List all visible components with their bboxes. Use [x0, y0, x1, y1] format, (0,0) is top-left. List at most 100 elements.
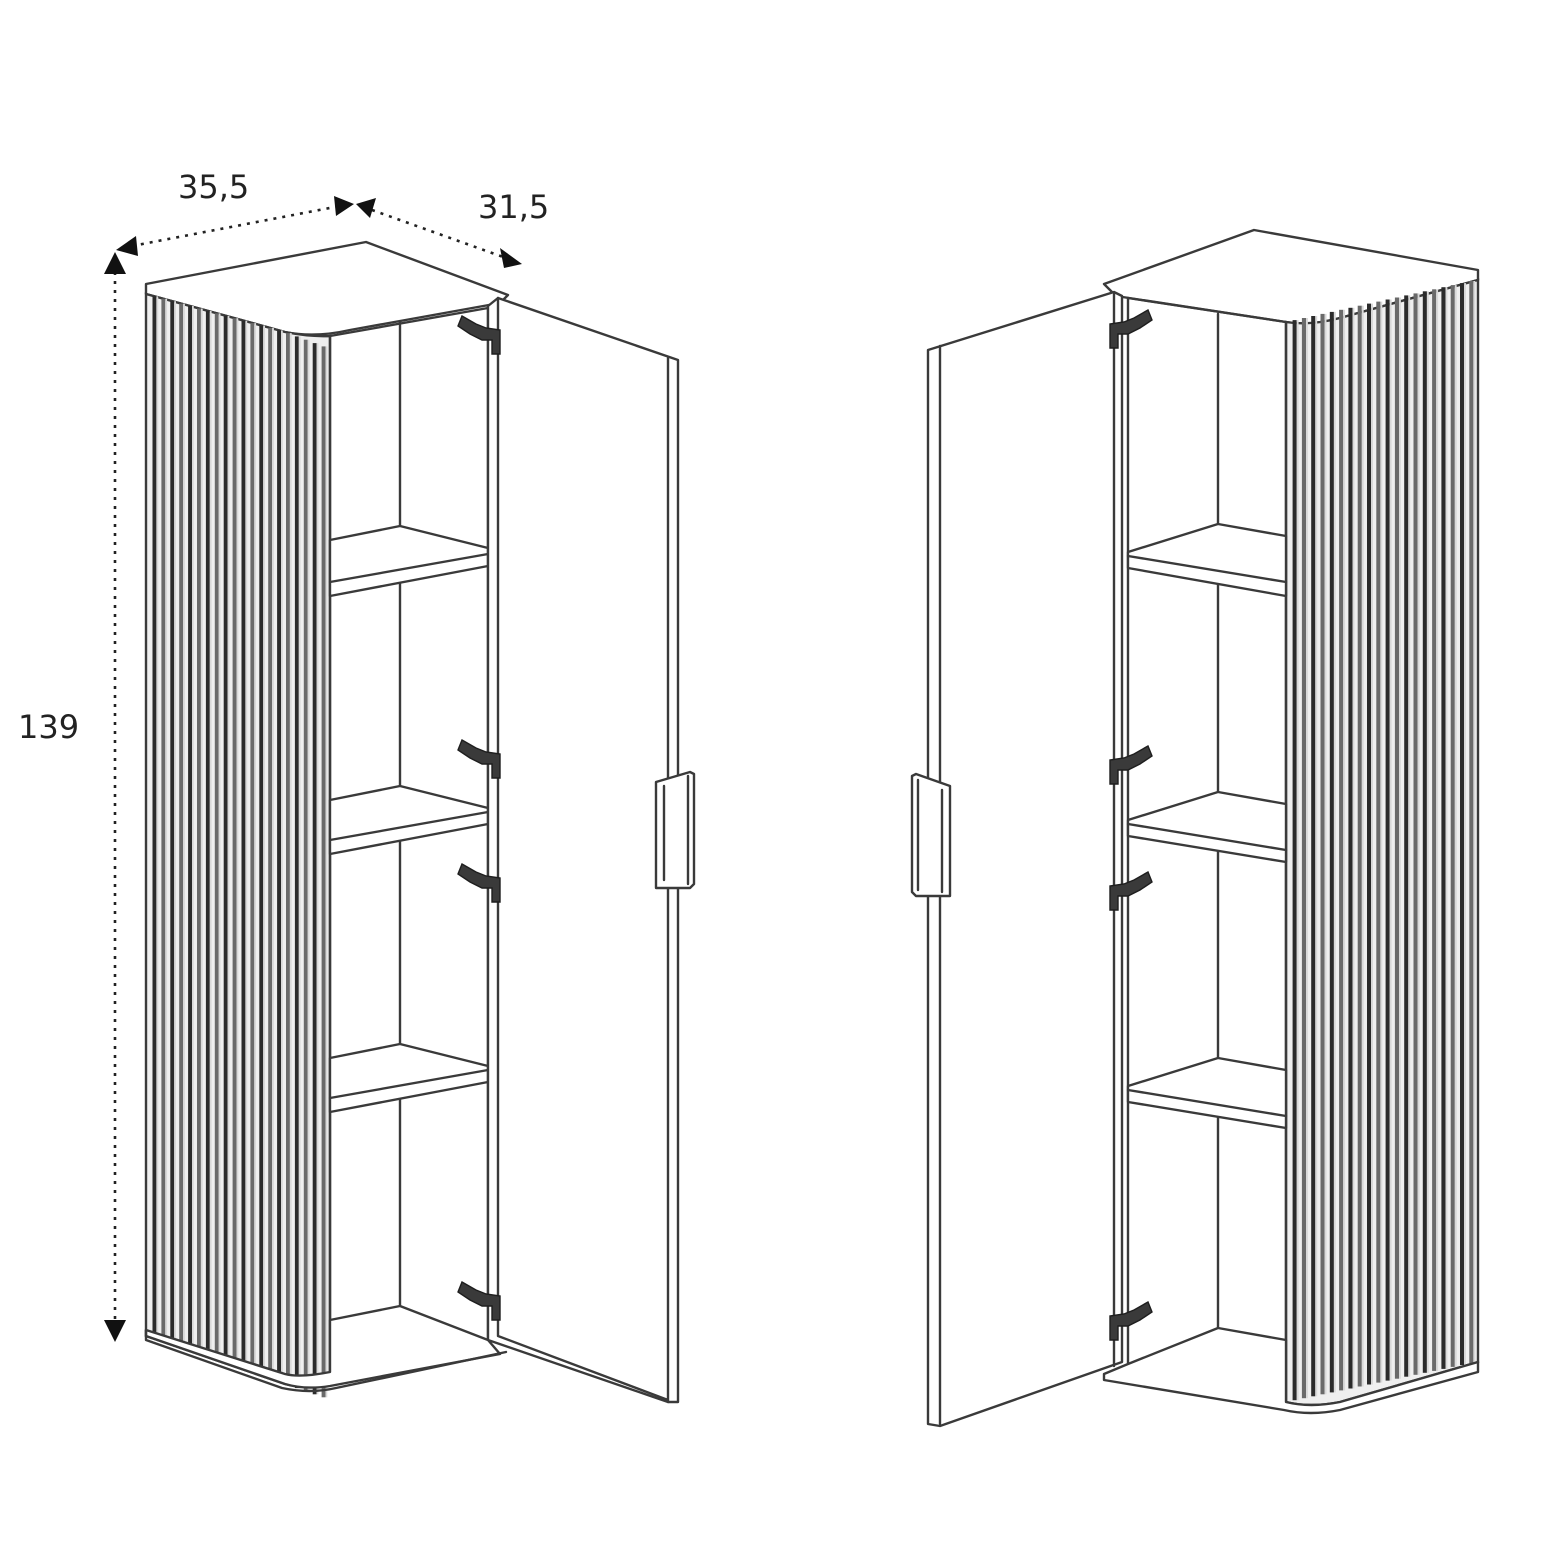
flute-stripe — [1376, 301, 1381, 1383]
left-cabinet-door — [486, 296, 680, 1404]
flute-highlight — [1296, 320, 1299, 1401]
flute-highlight — [1361, 305, 1364, 1387]
flute-highlight — [245, 320, 248, 1370]
flute-stripe — [294, 336, 299, 1389]
depth-dimension-label: 31,5 — [478, 188, 549, 226]
flute-stripe — [250, 323, 255, 1373]
hinge-icon — [1109, 1300, 1153, 1341]
flute-highlight — [1445, 287, 1448, 1369]
flute-highlight — [227, 315, 230, 1364]
depth-arrow-start — [356, 198, 376, 218]
flute-highlight — [1454, 285, 1457, 1367]
flute-stripe — [232, 318, 237, 1367]
flute-stripe — [170, 301, 175, 1346]
right-cabinet-door — [926, 290, 1124, 1428]
flute-highlight — [272, 327, 274, 1379]
flute-highlight — [1343, 309, 1346, 1391]
flute-stripe — [1292, 320, 1297, 1401]
flute-stripe — [1311, 316, 1316, 1397]
width-dimension-line — [131, 204, 341, 248]
flute-highlight — [1324, 313, 1327, 1395]
flute-highlight — [1389, 299, 1392, 1381]
flute-highlight — [1417, 293, 1420, 1375]
left-cabinet — [144, 240, 696, 1404]
flute-highlight — [236, 318, 239, 1367]
flute-stripe — [1469, 281, 1474, 1363]
right-door-handle[interactable] — [910, 772, 952, 898]
flute-stripe — [1320, 313, 1325, 1395]
flute-highlight — [156, 296, 159, 1339]
depth-dimension-line — [371, 208, 507, 260]
flute-stripe — [259, 325, 264, 1376]
flute-highlight — [289, 333, 292, 1386]
flute-stripe — [321, 346, 326, 1398]
right-shelf-1 — [1126, 522, 1288, 598]
flute-stripe — [1348, 307, 1353, 1389]
flute-highlight — [165, 298, 168, 1342]
flute-stripe — [1357, 305, 1362, 1387]
flute-highlight — [218, 313, 221, 1361]
flute-highlight — [1333, 311, 1336, 1393]
flute-stripe — [277, 330, 281, 1382]
flute-stripe — [179, 303, 184, 1349]
flute-highlight — [1371, 303, 1373, 1385]
height-dimension-label: 139 — [18, 708, 79, 746]
flute-highlight — [298, 336, 301, 1389]
flute-stripe — [214, 313, 219, 1361]
width-arrow-end — [334, 196, 354, 216]
flute-stripe — [303, 339, 308, 1392]
flute-stripe — [223, 315, 228, 1364]
dimension-annotations: 35,5 31,5 139 — [18, 168, 549, 1342]
flute-highlight — [1306, 318, 1308, 1399]
flute-stripe — [312, 343, 317, 1395]
hinge-icon — [457, 314, 501, 355]
flute-highlight — [200, 308, 203, 1355]
height-arrow-start — [104, 252, 126, 274]
flute-highlight — [307, 339, 310, 1392]
flute-stripe — [1441, 287, 1446, 1369]
flute-stripe — [205, 310, 210, 1358]
left-cabinet-hinges — [457, 314, 501, 1321]
left-shelf-2 — [328, 784, 490, 856]
flute-stripe — [241, 320, 246, 1370]
hinge-icon — [457, 862, 501, 903]
flute-stripe — [1367, 303, 1372, 1385]
height-arrow-end — [104, 1320, 126, 1342]
flute-stripe — [1301, 318, 1306, 1399]
flute-highlight — [254, 323, 257, 1373]
flute-stripe — [188, 306, 192, 1352]
width-arrow-start — [116, 236, 138, 256]
flute-stripe — [161, 298, 166, 1342]
flute-stripe — [1404, 295, 1409, 1377]
flute-highlight — [183, 303, 185, 1349]
flute-highlight — [1315, 316, 1318, 1397]
left-shelf-3 — [328, 1042, 490, 1114]
flute-stripe — [1432, 289, 1437, 1371]
flute-highlight — [1380, 301, 1383, 1383]
flute-stripe — [268, 327, 273, 1379]
right-cabinet-hinges — [1109, 308, 1153, 1341]
left-cabinet-bottom-panel — [144, 1304, 502, 1389]
flute-highlight — [1426, 291, 1429, 1373]
flute-stripe — [1329, 311, 1334, 1393]
flute-highlight — [1436, 289, 1439, 1371]
flute-highlight — [1399, 297, 1401, 1379]
hinge-icon — [1109, 744, 1153, 785]
flute-stripe — [1385, 299, 1390, 1381]
right-cabinet-shelves — [1126, 522, 1288, 1130]
hinge-icon — [1109, 308, 1153, 349]
flute-highlight — [325, 346, 328, 1398]
left-door-handle[interactable] — [654, 770, 696, 890]
flute-stripe — [1460, 283, 1465, 1366]
flute-highlight — [263, 325, 265, 1376]
right-cabinet-bottom-panel — [1102, 1326, 1480, 1415]
flute-highlight — [1408, 295, 1411, 1377]
flute-highlight — [316, 343, 319, 1395]
hinge-icon — [1109, 870, 1153, 911]
flute-stripe — [286, 333, 290, 1386]
flute-stripe — [1422, 291, 1427, 1373]
flute-stripe — [1339, 309, 1344, 1391]
flute-highlight — [1352, 307, 1355, 1389]
left-cabinet-shelves — [328, 524, 490, 1114]
